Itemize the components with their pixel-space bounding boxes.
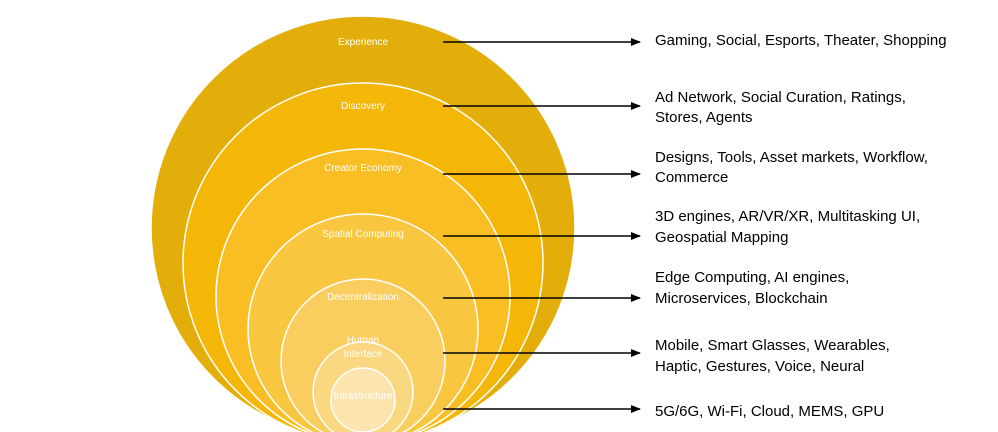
layer-description-2-1: Commerce (655, 169, 728, 186)
layer-label-0-0: Experience (338, 37, 388, 48)
layer-label-6-0: Infrastructure (334, 391, 393, 402)
layer-descriptions: Gaming, Social, Esports, Theater, Shoppi… (655, 32, 947, 420)
layer-circles (150, 15, 576, 432)
layer-description-3-0: 3D engines, AR/VR/XR, Multitasking UI, (655, 208, 920, 225)
layer-label-1-0: Discovery (341, 101, 385, 112)
layer-description-1-1: Stores, Agents (655, 109, 753, 126)
layer-arrows (443, 38, 641, 413)
layer-label-5-0: Human (347, 335, 379, 346)
layer-label-4-0: Decentralization (327, 292, 399, 303)
layer-label-3-0: Spatial Computing (322, 229, 404, 240)
layer-circle-6 (330, 367, 396, 432)
layer-description-3-1: Geospatial Mapping (655, 229, 788, 246)
layer-description-6-0: 5G/6G, Wi-Fi, Cloud, MEMS, GPU (655, 403, 884, 420)
layer-description-2-0: Designs, Tools, Asset markets, Workflow, (655, 149, 928, 166)
layer-description-4-1: Microservices, Blockchain (655, 290, 828, 307)
layer-description-4-0: Edge Computing, AI engines, (655, 269, 849, 286)
layer-label-5-1: Interface (344, 349, 383, 360)
layer-description-5-1: Haptic, Gestures, Voice, Neural (655, 358, 864, 375)
layer-label-2-0: Creator Economy (324, 163, 402, 174)
layer-description-5-0: Mobile, Smart Glasses, Wearables, (655, 337, 890, 354)
layer-description-1-0: Ad Network, Social Curation, Ratings, (655, 89, 906, 106)
layer-description-0-0: Gaming, Social, Esports, Theater, Shoppi… (655, 32, 947, 49)
